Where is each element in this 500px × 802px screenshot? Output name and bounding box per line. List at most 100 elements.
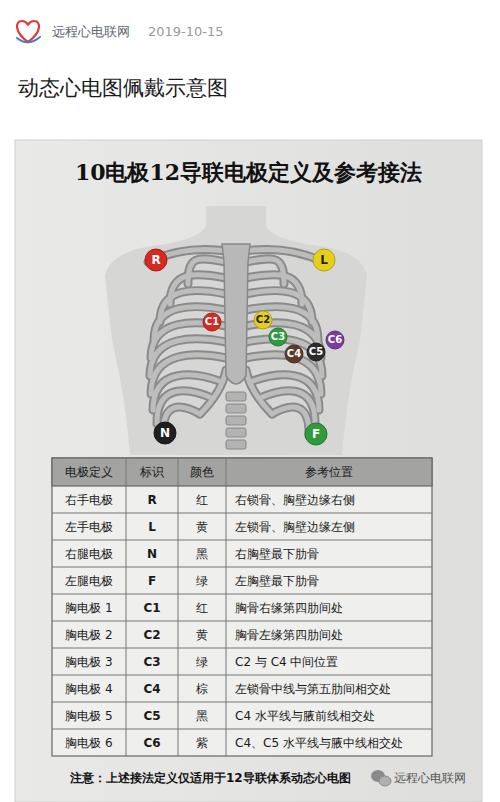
row-line: [52, 729, 432, 730]
table-cell: F: [127, 567, 177, 594]
electrode-marker: C1: [202, 312, 222, 332]
vertebra: [226, 392, 246, 401]
table-cell: 左胸壁最下肋骨: [227, 567, 431, 594]
sternum-spine: [222, 244, 250, 449]
electrode-label: C4: [287, 349, 301, 359]
electrode-marker: N: [153, 421, 177, 445]
column-line: [126, 458, 127, 756]
table-cell: 胸电极 3: [53, 648, 125, 675]
publish-date: 2019-10-15: [148, 24, 224, 40]
electrode-marker: C5: [306, 342, 326, 362]
vertebra: [226, 428, 246, 437]
electrode-label: C6: [328, 335, 342, 345]
table-header-band: [52, 458, 432, 486]
row-line: [52, 567, 432, 568]
row-line: [52, 648, 432, 649]
electrode-disc: [285, 345, 303, 363]
row-line: [52, 621, 432, 622]
electrode-label: C5: [309, 347, 323, 357]
table-cell: 黄: [179, 513, 225, 540]
table-cell: C5: [127, 702, 177, 729]
table-cell: R: [127, 486, 177, 513]
vertebra: [226, 440, 246, 449]
row-line: [52, 594, 432, 595]
electrode-disc: [313, 249, 335, 271]
electrode-label: R: [151, 254, 160, 266]
table-cell: 胸电极 2: [53, 621, 125, 648]
electrode-label: C2: [256, 315, 270, 325]
electrode-marker: R: [144, 248, 168, 272]
body-silhouette: [105, 206, 367, 455]
table-cell: 红: [179, 486, 225, 513]
watermark: 远程心电联网: [394, 770, 466, 786]
electrode-marker: C2: [253, 310, 273, 330]
table-cell: 胸电极 4: [53, 675, 125, 702]
electrode-disc: [305, 423, 327, 445]
table-cell: 左锁骨、胸壁边缘左侧: [227, 513, 431, 540]
footnote: 注意：上述接法定义仅适用于12导联体系动态心电图: [70, 770, 351, 786]
table-cell: 胸骨右缘第四肋间处: [227, 594, 431, 621]
table-cell: 右手电极: [53, 486, 125, 513]
account-logo: [17, 21, 40, 42]
electrode-label: C3: [271, 332, 285, 342]
table-cell: 绿: [179, 567, 225, 594]
table-cell: C2 与 C4 中间位置: [227, 648, 431, 675]
table-cell: 右胸壁最下肋骨: [227, 540, 431, 567]
table-cell: 胸骨左缘第四肋间处: [227, 621, 431, 648]
rib-outline: [148, 249, 227, 436]
rib-fill: [245, 249, 324, 436]
table-cell: 绿: [179, 648, 225, 675]
electrode-disc: [307, 343, 325, 361]
table-header: 参考位置: [227, 458, 431, 486]
table-cell: 棕: [179, 675, 225, 702]
electrode-label: C1: [205, 317, 219, 327]
electrode-disc: [154, 422, 176, 444]
table-cell: 左手电极: [53, 513, 125, 540]
electrode-label: N: [160, 427, 170, 439]
vertebra: [226, 416, 246, 425]
table-cell: C3: [127, 648, 177, 675]
table-cell: C4、C5 水平线与腋中线相交处: [227, 729, 431, 756]
electrode-marker: F: [304, 422, 328, 446]
vertebra: [226, 404, 246, 413]
table-lines: [52, 458, 432, 756]
table-grid: [52, 458, 432, 756]
table-cell: 红: [179, 594, 225, 621]
electrode-marker: C6: [325, 330, 345, 350]
table-cell: N: [127, 540, 177, 567]
electrode-disc: [145, 249, 167, 271]
table-cell: C2: [127, 621, 177, 648]
sternum: [222, 244, 250, 384]
table-cell: 胸电极 5: [53, 702, 125, 729]
electrode-disc: [254, 311, 272, 329]
account-name: 远程心电联网: [52, 24, 130, 40]
rib-mirror: [245, 249, 324, 436]
table-cell: 右腿电极: [53, 540, 125, 567]
bubble: [379, 776, 391, 786]
table-cell: 左腿电极: [53, 567, 125, 594]
table-cell: C4: [127, 675, 177, 702]
table-cell: 黑: [179, 702, 225, 729]
electrode-marker: C4: [284, 344, 304, 364]
electrode-disc: [269, 328, 287, 346]
table-cell: 黑: [179, 540, 225, 567]
table-cell: C6: [127, 729, 177, 756]
table-cell: 胸电极 1: [53, 594, 125, 621]
table-cell: 右锁骨、胸壁边缘右侧: [227, 486, 431, 513]
watermark-icon: [371, 770, 391, 786]
row-line: [52, 675, 432, 676]
table-body: [52, 458, 432, 756]
electrode-marker: L: [312, 248, 336, 272]
rib-fill: [148, 249, 227, 436]
table-cell: L: [127, 513, 177, 540]
table-cell: C1: [127, 594, 177, 621]
column-line: [226, 458, 227, 756]
paper-photo: [15, 140, 482, 802]
table-cell: 黄: [179, 621, 225, 648]
row-line: [52, 540, 432, 541]
row-line: [52, 513, 432, 514]
table-header: 标识: [127, 458, 177, 486]
table-header: 颜色: [179, 458, 225, 486]
electrode-marker: C3: [268, 327, 288, 347]
